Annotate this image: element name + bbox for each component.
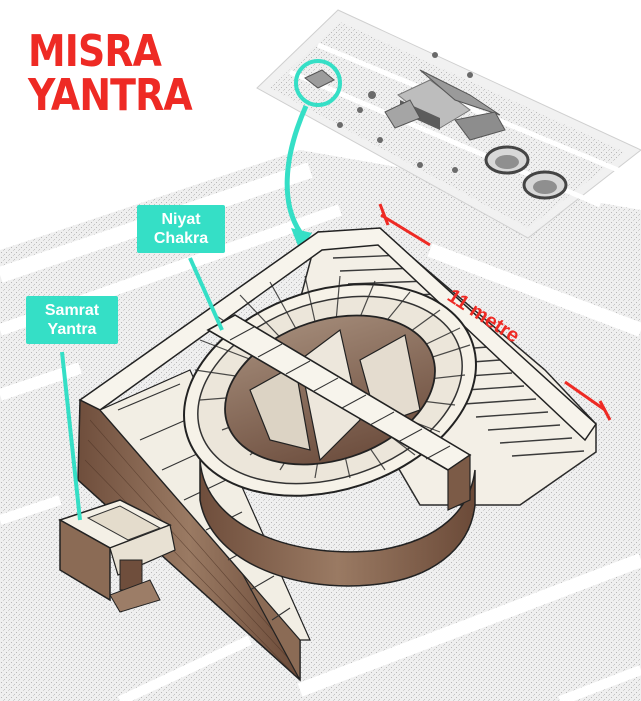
- callout-leaders: [60, 257, 224, 521]
- dimension-marker: [378, 203, 612, 421]
- samrat-yantra-line-2: Yantra: [47, 321, 97, 338]
- niyat-chakra-leader: [188, 257, 224, 331]
- locator-marker: [284, 59, 342, 251]
- samrat-yantra-line-1: Samrat: [44, 302, 100, 319]
- page-title: MISRA YANTRA: [28, 26, 193, 121]
- samrat-yantra-leader: [60, 351, 82, 521]
- niyat-chakra-line-1: Niyat: [161, 211, 201, 228]
- title-line-2: YANTRA: [28, 70, 193, 121]
- samrat-yantra-label: Samrat Yantra: [26, 296, 118, 344]
- inset-site-map: [256, 9, 641, 239]
- title-line-1: MISRA: [28, 26, 162, 77]
- niyat-chakra-label: Niyat Chakra: [137, 205, 225, 253]
- niyat-chakra-line-2: Chakra: [153, 230, 209, 247]
- misra-yantra-structure: [58, 227, 597, 682]
